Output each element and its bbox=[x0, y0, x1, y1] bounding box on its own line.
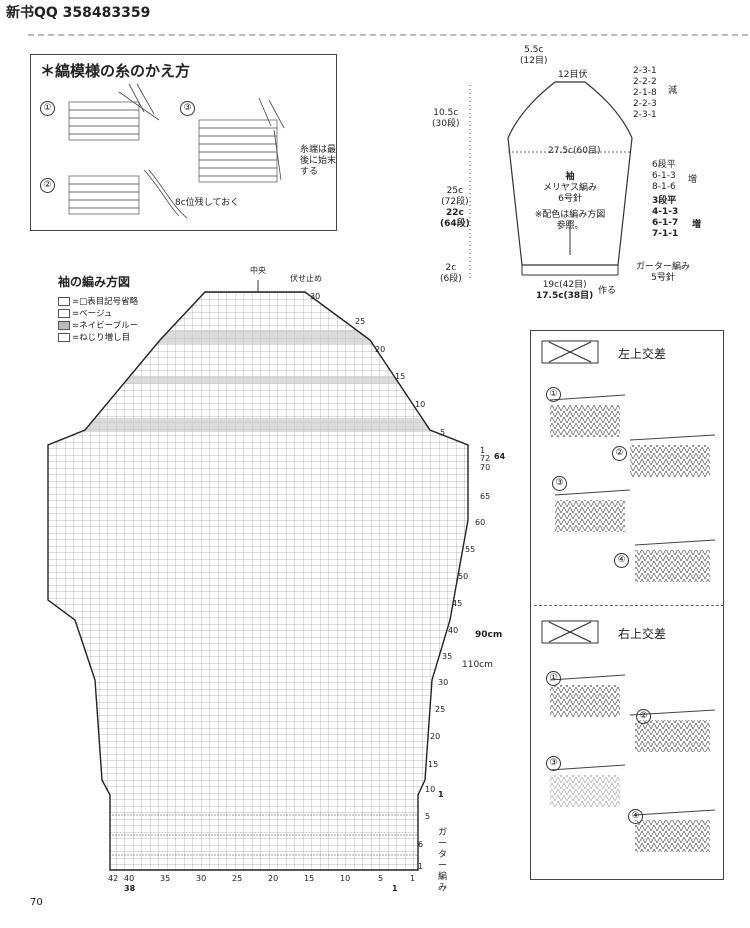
size-90-label: 90cm bbox=[475, 630, 503, 640]
row-label: 40 bbox=[448, 626, 459, 635]
cuff-height-label: 2c(6段) bbox=[440, 263, 462, 284]
left-step-4: ④ bbox=[614, 553, 629, 568]
increase-label-1: 増 bbox=[688, 175, 698, 185]
step-1-marker: ① bbox=[40, 101, 55, 116]
col-label: 30 bbox=[196, 874, 207, 883]
sleeve-height-dimension bbox=[469, 85, 471, 280]
right-step-3: ③ bbox=[546, 756, 561, 771]
cap-height-label: 10.5c(30段) bbox=[432, 108, 460, 129]
legend-increase-swatch bbox=[58, 333, 70, 342]
row-label: 20 bbox=[375, 345, 386, 354]
center-label: 中央 bbox=[250, 266, 266, 275]
step-2-marker: ② bbox=[40, 178, 55, 193]
row-label: 30 bbox=[310, 292, 321, 301]
bottom-width-label: 19c(42目)17.5c(38目) bbox=[536, 280, 594, 301]
mid-width-label: 27.5c(60目) bbox=[548, 146, 601, 156]
chart-title: 袖の編み方図 bbox=[58, 275, 131, 289]
col-label: 10 bbox=[340, 874, 351, 883]
leave-8cm-note: 8c位残しておく bbox=[175, 198, 240, 208]
col-label: 5 bbox=[378, 874, 384, 883]
row-label: 5 bbox=[440, 428, 446, 437]
yarn-end-note: 糸端は最後に始末する bbox=[300, 145, 337, 177]
row-label: 70 bbox=[480, 463, 491, 472]
row-label: 1 bbox=[438, 790, 444, 799]
legend-beige-swatch bbox=[58, 309, 70, 318]
row-label: 60 bbox=[475, 518, 486, 527]
increase-list-2: 3段平 4-1-3 6-1-7 7-1-1 bbox=[652, 196, 679, 239]
decrease-list: 2-3-1 2-2-2 2-1-8 2-2-3 2-3-1 bbox=[633, 66, 657, 120]
left-step-2: ② bbox=[612, 446, 627, 461]
page-header: 新书QQ 358483359 bbox=[6, 5, 151, 21]
step-3-marker: ③ bbox=[180, 101, 195, 116]
chart-legend: =□表目記号省略 =ベージュ =ネイビーブルー =ねじり増し目 bbox=[58, 296, 138, 344]
row-label: 30 bbox=[438, 678, 449, 687]
row-label: 15 bbox=[395, 372, 406, 381]
right-cross-symbol bbox=[541, 620, 599, 644]
right-step-1: ① bbox=[546, 671, 561, 686]
sleeve-schematic-outline bbox=[507, 81, 633, 276]
row-label: 15 bbox=[428, 760, 439, 769]
row-label: 6 bbox=[418, 840, 424, 849]
col-label: 1 bbox=[392, 884, 398, 893]
cable-step-illustrations bbox=[549, 394, 716, 852]
body-height-label: 25c (72段) 22c (64段) bbox=[440, 186, 470, 229]
top-width-label: 5.5c(12目) bbox=[520, 45, 548, 66]
row-label: 72 bbox=[480, 454, 491, 463]
col-label: 1 bbox=[410, 874, 416, 883]
legend-knit-swatch bbox=[58, 297, 70, 306]
size-110-label: 110cm bbox=[462, 660, 493, 670]
decrease-label: 減 bbox=[668, 86, 678, 96]
row-label: 1 bbox=[418, 862, 424, 871]
increase-label-2: 増 bbox=[692, 220, 702, 230]
cable-divider bbox=[534, 605, 724, 606]
row-label: 65 bbox=[480, 492, 491, 501]
row-label: 10 bbox=[415, 400, 426, 409]
knitting-chart-grid bbox=[47, 280, 469, 871]
row-label: 64 bbox=[494, 452, 506, 461]
left-cross-title: 左上交差 bbox=[618, 347, 667, 361]
col-label: 38 bbox=[124, 884, 136, 893]
col-label: 15 bbox=[304, 874, 315, 883]
cast-on-label: 作る bbox=[598, 286, 617, 296]
col-label: 40 bbox=[124, 874, 135, 883]
garter-label: ガーター編み bbox=[438, 828, 448, 893]
row-label: 10 bbox=[425, 785, 436, 794]
row-label: 1 bbox=[480, 446, 486, 455]
right-step-4: ④ bbox=[628, 809, 643, 824]
increase-list-1: 6段平 6-1-3 8-1-6 bbox=[652, 160, 676, 192]
bind-off-label: 12目伏 bbox=[558, 70, 588, 80]
left-step-1: ① bbox=[546, 387, 561, 402]
col-label: 20 bbox=[268, 874, 279, 883]
right-step-2: ② bbox=[636, 709, 651, 724]
row-label: 35 bbox=[442, 652, 453, 661]
row-label: 25 bbox=[355, 317, 366, 326]
top-divider bbox=[28, 34, 748, 36]
col-label: 35 bbox=[160, 874, 171, 883]
left-step-3: ③ bbox=[552, 476, 567, 491]
page-number: 70 bbox=[30, 897, 43, 908]
left-cross-symbol bbox=[541, 340, 599, 364]
col-label: 25 bbox=[232, 874, 243, 883]
legend-navy-swatch bbox=[58, 321, 70, 330]
row-label: 55 bbox=[465, 545, 476, 554]
yarn-change-box bbox=[30, 54, 337, 231]
sleeve-info: 袖 メリヤス編み 6号針 ※配色は編み方図参照。 bbox=[534, 172, 606, 231]
row-label: 50 bbox=[458, 572, 469, 581]
right-cross-title: 右上交差 bbox=[618, 627, 667, 641]
bind-off-chart-label: 伏せ止め bbox=[290, 274, 322, 283]
yarn-change-illustration bbox=[68, 83, 285, 219]
row-label: 45 bbox=[452, 599, 463, 608]
row-label: 20 bbox=[430, 732, 441, 741]
row-label: 25 bbox=[435, 705, 446, 714]
yarn-change-title: ＊縞模様の糸のかえ方 bbox=[40, 62, 191, 80]
row-label: 5 bbox=[425, 812, 431, 821]
col-label: 42 bbox=[108, 874, 119, 883]
